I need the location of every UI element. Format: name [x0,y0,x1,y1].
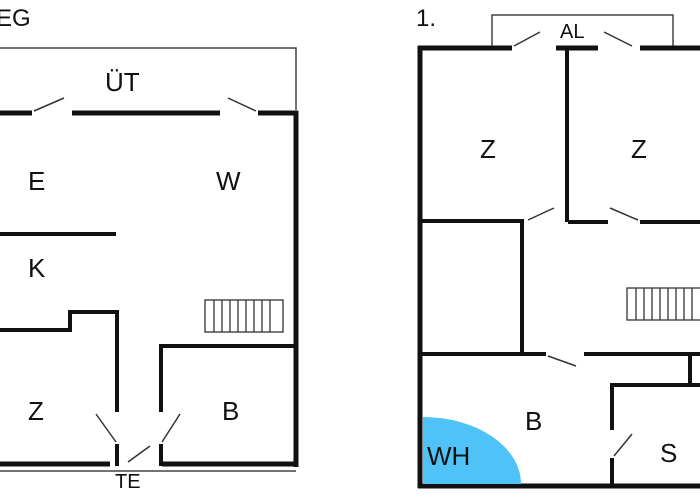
door-b [547,355,577,367]
ground-level-label: EG [0,5,31,32]
ground-outer-walls [0,110,299,467]
ground-doors [33,97,257,463]
door-balcony-left [513,31,541,47]
room-label-k: K [28,253,46,283]
first-doors [513,31,639,457]
door-balcony-right [603,31,633,47]
door-te [127,445,151,463]
room-label-te: TE [115,471,141,493]
first-floor-plan: 1. AL Z Z B WH S [416,5,700,489]
first-level-label: 1. [416,5,436,32]
first-outer-walls [417,45,700,489]
door-ut-right [227,97,257,112]
door-ut-left [33,97,65,112]
room-label-b-first: B [525,406,542,436]
room-label-w: W [216,166,241,196]
room-label-z-left: Z [480,134,496,164]
door-z-right [609,207,639,221]
door-z [95,413,117,443]
room-label-z-right: Z [631,134,647,164]
room-label-e: E [28,166,45,196]
terrace-outline [0,47,297,110]
room-label-b-ground: B [222,396,239,426]
door-z-left [527,207,555,221]
room-label-terrace: ÜT [105,67,140,97]
room-label-wh: WH [427,441,470,471]
door-s [613,433,633,457]
room-label-balcony: AL [560,21,584,43]
ground-interior-walls [0,232,296,466]
first-interior-walls [422,50,700,486]
balcony-outline [491,14,674,46]
first-stairs [626,287,700,321]
wh-quarter-circle [423,417,521,484]
door-b [161,413,181,443]
room-label-s: S [660,438,677,468]
room-label-z-ground: Z [28,396,44,426]
ground-floor-plan: EG ÜT E W K Z B TE [0,5,299,493]
ground-stairs [204,299,284,333]
